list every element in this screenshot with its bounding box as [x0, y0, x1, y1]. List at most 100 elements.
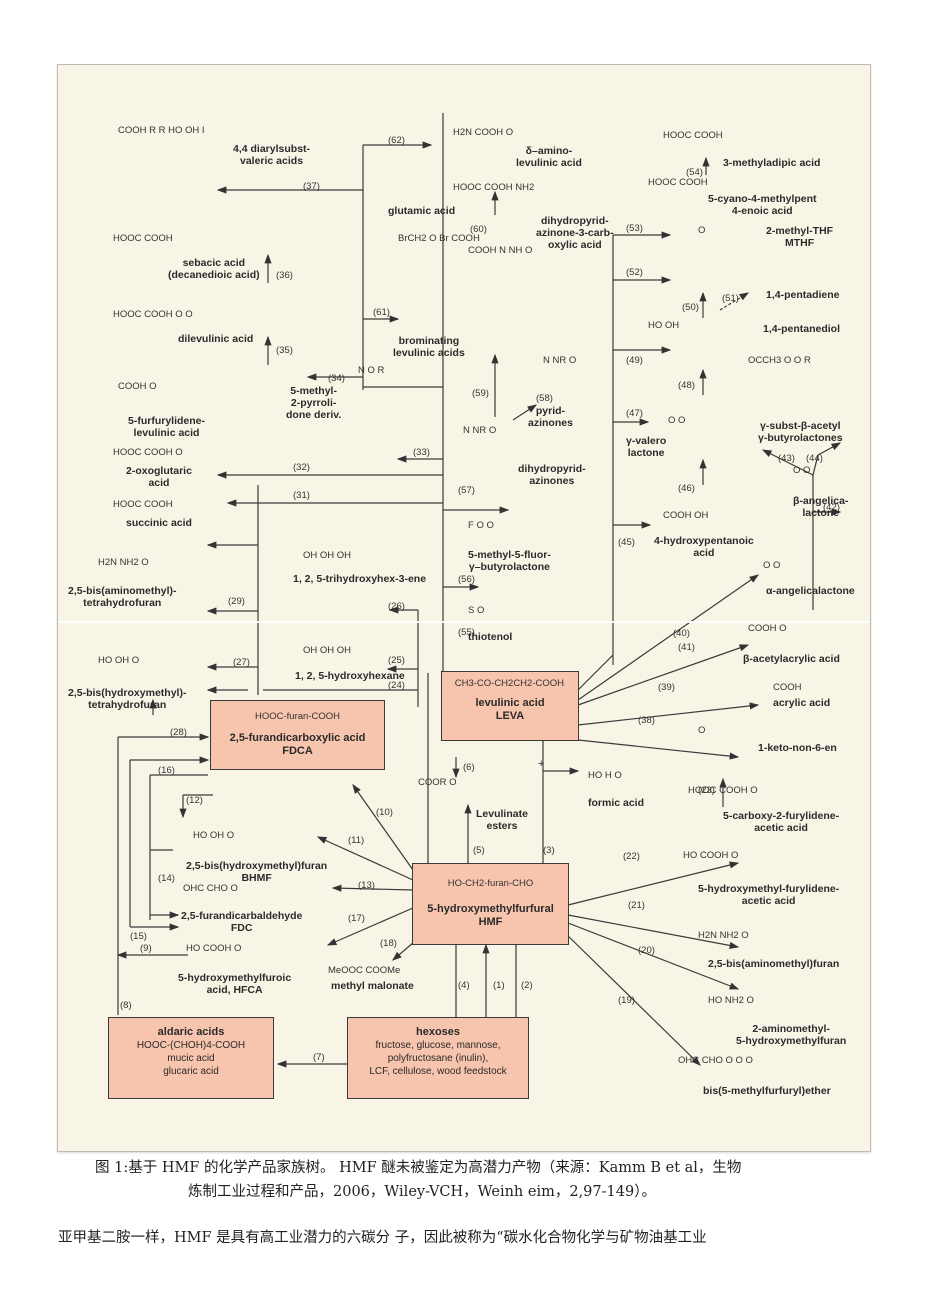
leva-abbr: LEVA: [495, 710, 525, 722]
reaction-number-48: (48): [678, 380, 695, 391]
product-label-beta-angelica: β-angelica-lactone: [793, 495, 849, 519]
reaction-number-45: (45): [618, 537, 635, 548]
product-label-ketononene: 1-keto-non-6-en: [758, 742, 837, 754]
product-label-hmfurylidene: 5-hydroxymethyl-furylidene-acetic acid: [698, 883, 840, 907]
structure-groups-levulinate: COOR O: [418, 777, 457, 788]
structure-groups-methyladipic: HOOC COOH: [663, 130, 723, 141]
structure-groups-aminolevulinic: H2N COOH O: [453, 127, 514, 138]
reaction-number-34: (34): [328, 373, 345, 384]
reaction-number-33: (33): [413, 447, 430, 458]
reaction-number-31: (31): [293, 490, 310, 501]
reaction-number-14: (14): [158, 873, 175, 884]
reaction-number-47: (47): [626, 408, 643, 419]
leva-box[interactable]: CH3-CO-CH2CH2-COOH levulinic acid LEVA: [441, 671, 579, 741]
structure-groups-hfca: HO COOH O: [186, 943, 242, 954]
product-label-pyrrolidone: 5-methyl-2-pyrroli-done deriv.: [286, 385, 342, 421]
reaction-number-38: (38): [638, 715, 655, 726]
product-label-pentanediol: 1,4-pentanediol: [763, 323, 841, 335]
product-label-thiotenol: thiotenol: [468, 631, 513, 643]
structure-groups-gvl: O O: [668, 415, 686, 426]
structure-groups-pyrrolidone: N O R: [358, 365, 385, 376]
reaction-number-43: (43): [778, 453, 795, 464]
reaction-number-58: (58): [536, 393, 553, 404]
reaction-number-5: (5): [473, 845, 485, 856]
aldaric-acids-box[interactable]: aldaric acids HOOC-(CHOH)4-COOH mucic ac…: [108, 1017, 274, 1099]
reaction-number-25: (25): [388, 655, 405, 666]
reaction-number-52: (52): [626, 267, 643, 278]
reaction-number-35: (35): [276, 345, 293, 356]
reaction-number-6: (6): [463, 762, 475, 773]
product-label-pyridazinones: pyrid-azinones: [528, 405, 573, 429]
product-label-glutamic: glutamic acid: [388, 205, 456, 217]
reaction-number-18: (18): [380, 938, 397, 949]
reaction-number-16: (16): [158, 765, 175, 776]
hexoses-line-1: fructose, glucose, mannose,: [375, 1040, 501, 1051]
reaction-number-39: (39): [658, 682, 675, 693]
product-label-alpha-angelica: α-angelicalactone: [766, 585, 855, 597]
reaction-number-57: (57): [458, 485, 475, 496]
fdca-abbr: FDCA: [282, 745, 313, 757]
structure-groups-hmfurylidene: HO COOH O: [683, 850, 739, 861]
structure-groups-ketononene: O: [698, 725, 706, 736]
reaction-network-lines: [116, 113, 842, 1068]
product-label-bisether: bis(5-methylfurfuryl)ether: [703, 1085, 831, 1097]
reaction-number-7: (7): [313, 1052, 325, 1063]
structure-groups-glutamic: HOOC COOH NH2: [453, 182, 535, 193]
scan-seam-divider: [58, 621, 870, 623]
structure-groups-carboxyfurylidene: HOOC COOH O: [688, 785, 758, 796]
product-label-bishydroxymethyl-thf: 2,5-bis(hydroxymethyl)-tetrahydrofuran: [68, 687, 187, 711]
product-label-aminolevulinic: δ–amino-levulinic acid: [516, 145, 582, 169]
product-label-trihydroxyhexene: 1, 2, 5-trihydroxyhex-3-ene: [293, 573, 427, 585]
reaction-number-61: (61): [373, 307, 390, 318]
hexoses-line-2: polyfructosane (inulin),: [387, 1053, 489, 1064]
structure-groups-pyridazinones: N NR O: [543, 355, 577, 366]
hmf-abbr: HMF: [478, 916, 503, 928]
reaction-number-13: (13): [358, 880, 375, 891]
product-label-malonate: methyl malonate: [331, 980, 414, 992]
structure-groups-fdc: OHC CHO O: [183, 883, 238, 894]
structure-groups-hydroxyhexane: OH OH OH: [303, 645, 352, 656]
reaction-number-50: (50): [682, 302, 699, 313]
product-label-dhp-carboxylic: dihydropyrid-azinone-3-carb-oxylic acid: [536, 215, 614, 251]
hmf-name: 5-hydroxymethylfurfural: [427, 903, 554, 915]
reaction-number-20: (20): [638, 945, 655, 956]
reaction-number-15: (15): [130, 931, 147, 942]
hexoses-box[interactable]: hexoses fructose, glucose, mannose, poly…: [347, 1017, 529, 1099]
fdca-box[interactable]: HOOC-furan-COOH 2,5-furandicarboxylic ac…: [210, 700, 385, 770]
reaction-number-11: (11): [348, 835, 365, 846]
product-label-pentadiene: 1,4-pentadiene: [766, 289, 840, 301]
structure-groups-acrylic: COOH: [773, 682, 802, 693]
structure-groups-fluorbutyrolactone: F O O: [468, 520, 494, 531]
reaction-number-23: (23): [698, 785, 715, 796]
reaction-number-62: (62): [388, 135, 405, 146]
structure-groups-bisether: OHC CHO O O O: [678, 1055, 753, 1066]
structure-groups-formic: HO H O: [588, 770, 622, 781]
structure-groups-acetylacrylic: COOH O: [748, 623, 787, 634]
product-label-carboxyfurylidene: 5-carboxy-2-furylidene-acetic acid: [723, 810, 840, 834]
structure-groups-sebacic: HOOC COOH: [113, 233, 173, 244]
structure-groups-thiotenol: S O: [468, 605, 485, 616]
reaction-number-37: (37): [303, 181, 320, 192]
structure-groups-bromolev: BrCH2 O Br COOH: [398, 233, 480, 244]
structure-groups-diaryl: COOH R R HO OH I: [118, 125, 205, 136]
hmf-box[interactable]: HO-CH2-furan-CHO 5-hydroxymethylfurfural…: [412, 863, 569, 945]
leva-structure: CH3-CO-CH2CH2-COOH: [454, 678, 564, 689]
reaction-number-19: (19): [618, 995, 635, 1006]
reaction-number-27: (27): [233, 657, 250, 668]
hexoses-title: hexoses: [415, 1026, 461, 1038]
reaction-number-32: (32): [293, 462, 310, 473]
reaction-number-60: (60): [470, 224, 487, 235]
structure-groups-dhp-carboxylic: COOH N NH O: [468, 245, 533, 256]
reaction-number-3: (3): [543, 845, 555, 856]
structure-groups-dilevulinic: HOOC COOH O O: [113, 309, 193, 320]
reaction-number-9: (9): [140, 943, 152, 954]
reaction-number-4: (4): [458, 980, 470, 991]
structure-groups-beta-angelica: O O: [793, 465, 811, 476]
hexoses-line-3: LCF, cellulose, wood feedstock: [369, 1066, 507, 1077]
